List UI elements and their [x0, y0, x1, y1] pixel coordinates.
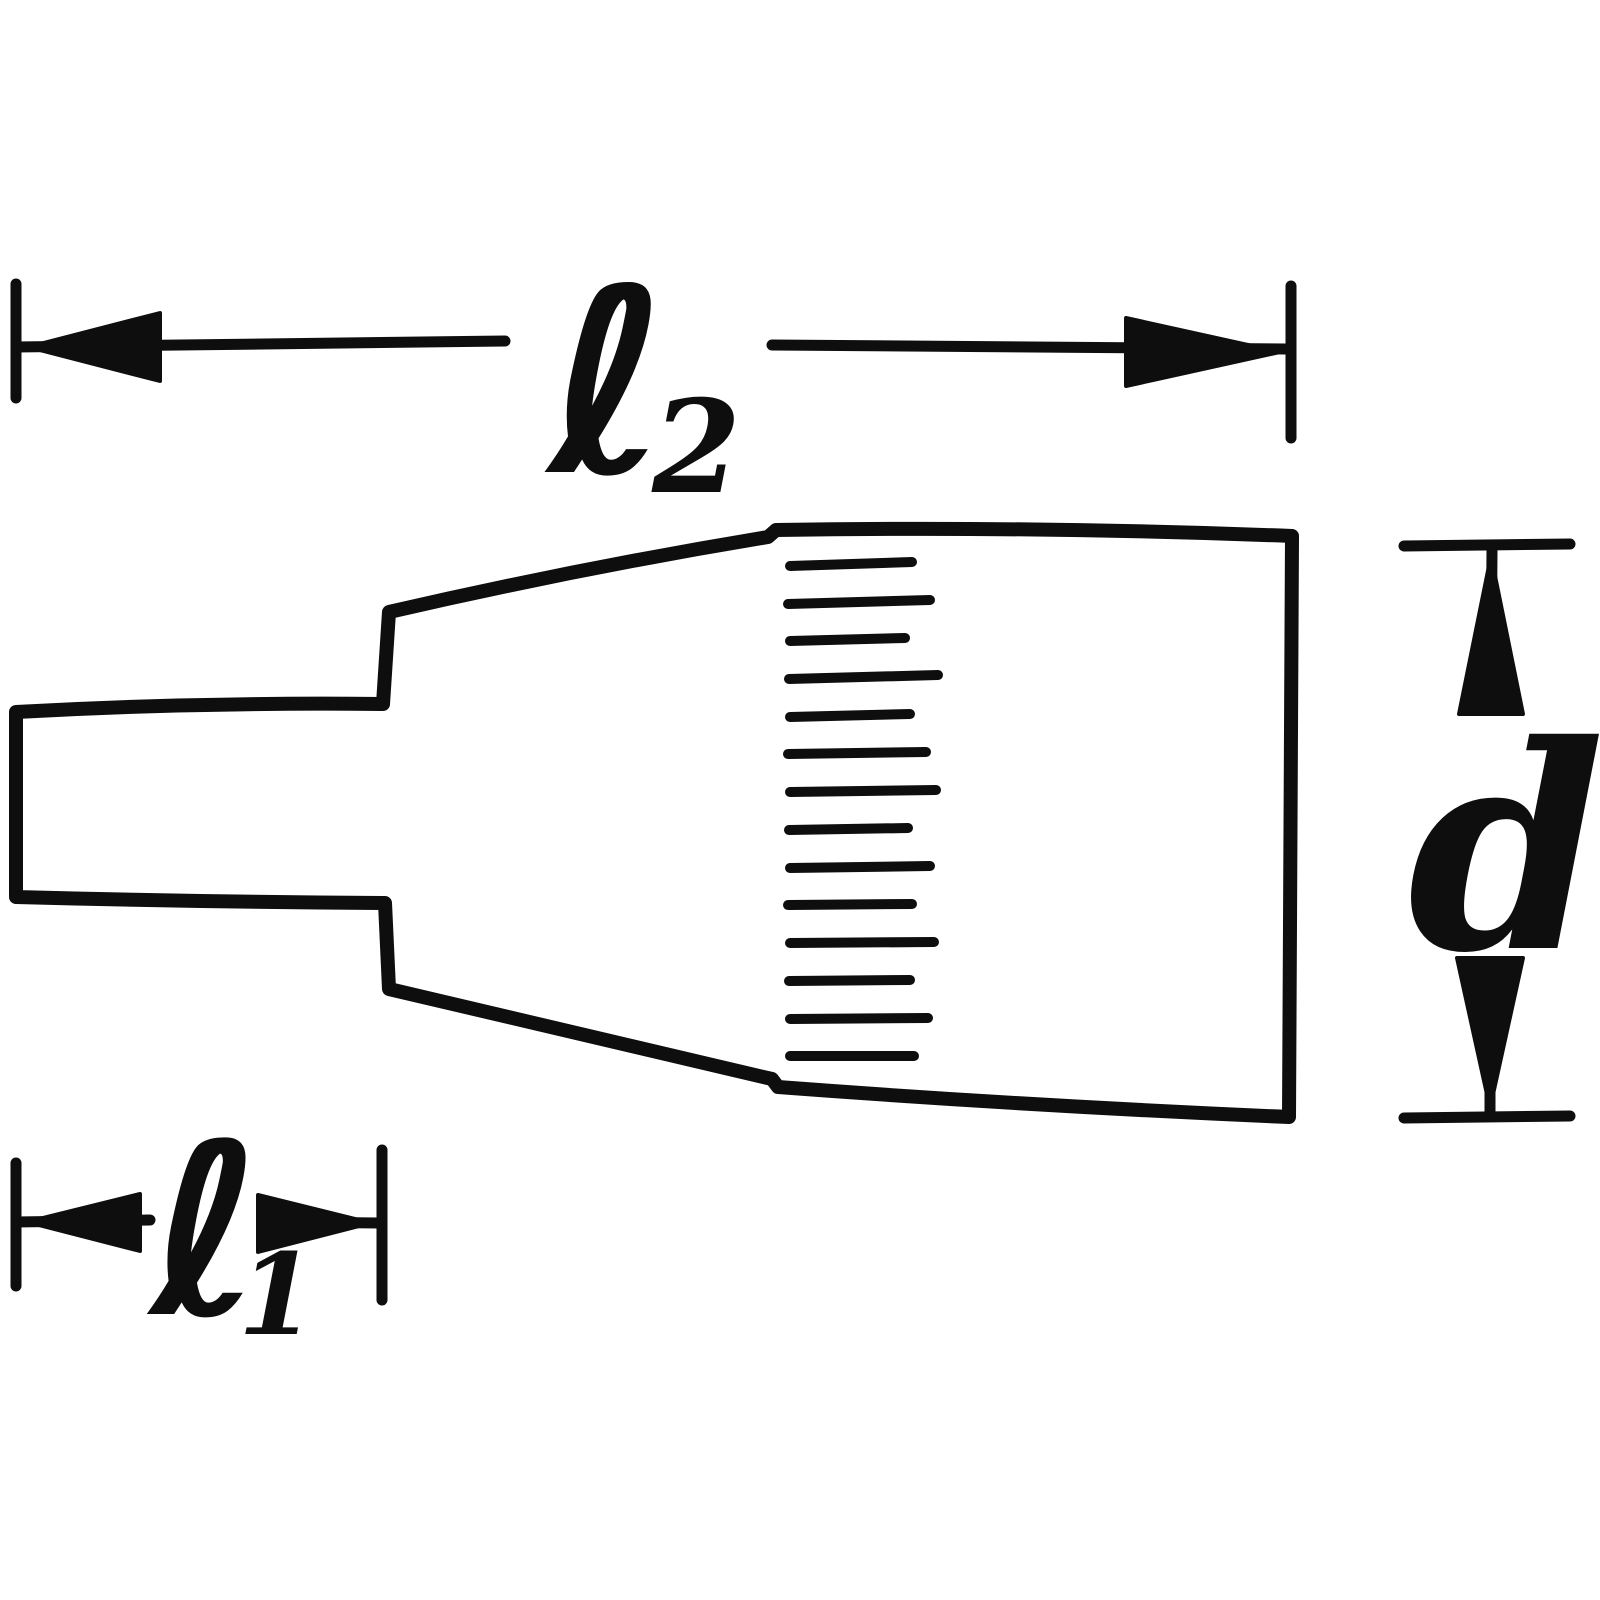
- socket-outline: [9, 521, 1299, 1124]
- l2-arrow-right: [1124, 316, 1282, 388]
- dimension-l1: ℓ 1: [10, 1092, 388, 1371]
- knurl-lines: [783, 557, 943, 1061]
- l1-label-subscript: 1: [238, 1230, 316, 1361]
- d-arrow-up: [1457, 554, 1525, 716]
- l1-arrow-left: [25, 1192, 142, 1253]
- dimension-l2: ℓ 2: [10, 233, 1297, 533]
- socket-tool: [9, 521, 1299, 1124]
- d-label: d: [1408, 683, 1600, 1015]
- l1-arrow-right: [256, 1193, 373, 1254]
- d-extension-line-top: [1398, 538, 1576, 552]
- d-extension-line-bottom: [1398, 1110, 1576, 1124]
- l1-label: ℓ: [146, 1092, 262, 1371]
- l2-label-subscript: 2: [651, 373, 741, 523]
- d-arrow-down: [1455, 956, 1525, 1110]
- l2-label: ℓ: [544, 233, 669, 533]
- l2-arrow-left: [26, 311, 162, 383]
- dimension-d: d: [1398, 538, 1600, 1124]
